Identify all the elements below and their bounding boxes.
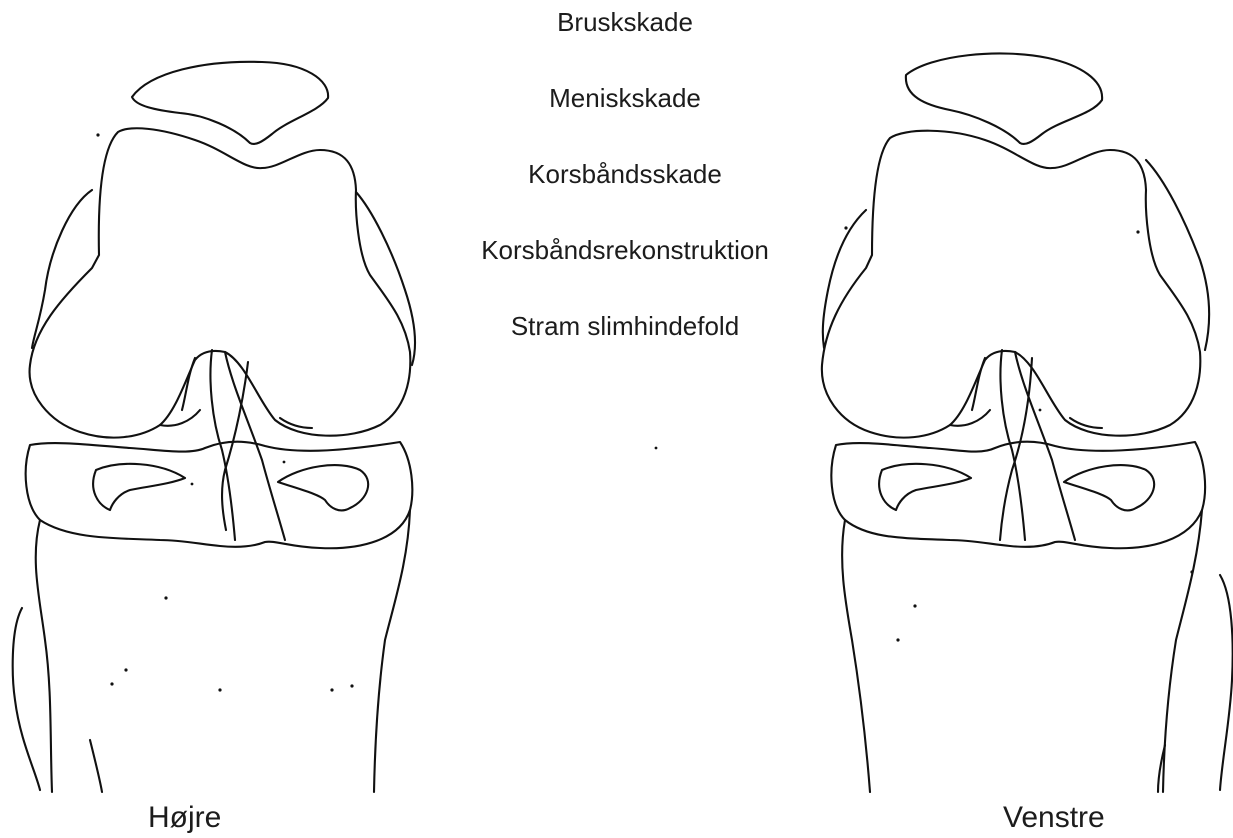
injury-type-list: Bruskskade Meniskskade Korsbåndsskade Ko… bbox=[440, 8, 810, 388]
left-knee-icon bbox=[822, 53, 1233, 792]
right-knee-icon bbox=[13, 62, 415, 792]
option-meniskskade[interactable]: Meniskskade bbox=[543, 84, 707, 112]
option-stram-slimhindefold[interactable]: Stram slimhindefold bbox=[505, 312, 745, 340]
left-knee-label: Venstre bbox=[1003, 800, 1105, 836]
option-korsbaandsskade[interactable]: Korsbåndsskade bbox=[522, 160, 728, 188]
right-knee-specks bbox=[96, 133, 353, 691]
option-bruskskade[interactable]: Bruskskade bbox=[551, 8, 699, 36]
right-knee-label: Højre bbox=[148, 800, 221, 836]
option-korsbaandsrekonstruktion[interactable]: Korsbåndsrekonstruktion bbox=[475, 236, 775, 264]
